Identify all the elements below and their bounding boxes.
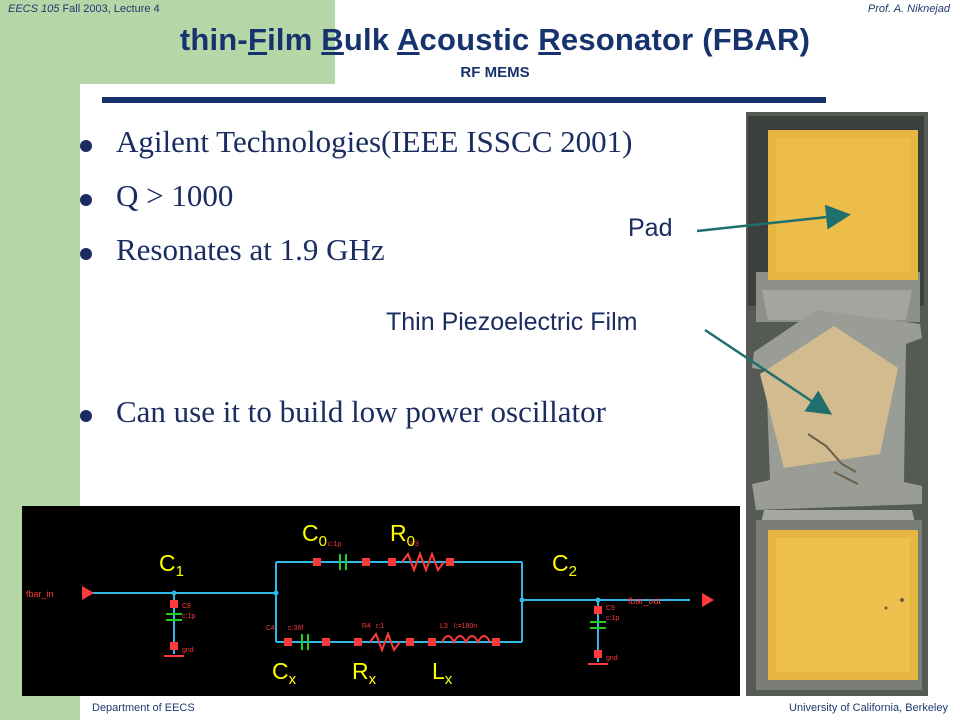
svg-text:L3: L3 [440,623,448,630]
label-cx: Cx [272,658,297,688]
svg-text:R3: R3 [410,541,419,548]
inductor-lx [428,635,500,646]
label-lx: Lx [432,658,453,688]
svg-text:l:=180n: l:=180n [454,623,477,630]
circuit-drawing: fbar_in fbar_out C8 c:1p gnd C4 c:36f c:… [26,541,714,665]
label-c0: C0 [302,520,327,550]
label-c2: C2 [552,550,577,580]
title-rule [102,97,826,103]
svg-text:c:1p: c:1p [328,541,341,548]
svg-text:c:36f: c:36f [288,625,303,632]
svg-text:gnd: gnd [182,647,194,654]
label-r0: R0 [390,520,415,550]
svg-text:C9: C9 [606,605,615,612]
label-c1: C1 [159,550,184,580]
circuit-annotations: C8 c:1p gnd C4 c:36f c:1p R3 C9 c:1p gnd… [182,541,619,662]
svg-text:c:1p: c:1p [606,615,619,622]
slide-subtitle: RF MEMS [460,64,530,81]
fbar-photo [746,112,928,696]
header-author: Prof. A. Niknejad [867,3,950,15]
header-course: EECS 105 Fall 2003, Lecture 4 [8,3,160,15]
svg-text:c:1p: c:1p [182,613,195,620]
header-band [0,0,335,84]
label-rx: Rx [352,658,377,688]
svg-text:R4: R4 [362,623,371,630]
course-code: EECS 105 [8,3,60,15]
resistor-rx [354,631,414,653]
svg-text:gnd: gnd [606,655,618,662]
footer-university: University of California, Berkeley [789,702,948,714]
slide-title: thin-Film Bulk Acoustic Resonator (FBAR) [179,22,811,57]
svg-text:C4: C4 [266,625,275,632]
svg-text:C8: C8 [182,603,191,610]
capacitor-c2 [588,606,608,665]
bullet-dot [80,410,92,422]
bullet-dot [80,248,92,260]
capacitor-c0 [313,554,370,570]
equivalent-circuit: fbar_in fbar_out C8 c:1p gnd C4 c:36f c:… [22,506,740,696]
input-pin [82,586,94,600]
svg-text:r:1: r:1 [376,623,384,630]
course-term: Fall 2003, Lecture 4 [62,3,160,15]
bullet-dot [80,140,92,152]
pad-label: Pad [628,214,673,242]
bullet-dot [80,194,92,206]
resistor-r0 [388,551,454,573]
film-label: Thin Piezoelectric Film [386,308,638,336]
pin-out-label: fbar_out [628,596,662,606]
capacitor-c1 [164,600,184,657]
footer-department: Department of EECS [92,702,195,714]
output-pin [702,593,714,607]
pin-in-label: fbar_in [26,589,54,599]
capacitor-cx [284,634,330,650]
